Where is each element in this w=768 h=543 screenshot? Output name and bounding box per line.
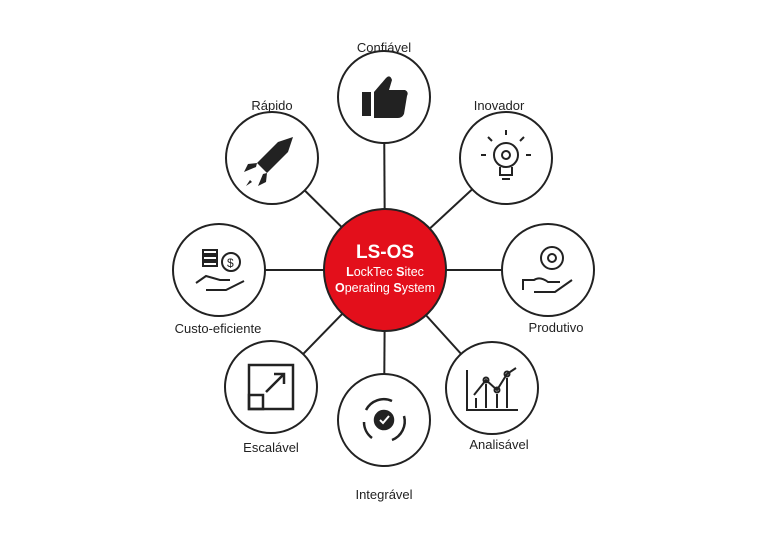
label-rapido: Rápido [251,98,293,113]
svg-text:$: $ [227,256,234,270]
center-line2: Operating System [334,281,436,295]
node-custo [172,223,266,317]
lightbulb-gear-icon [481,130,531,180]
label-escalavel: Escalável [243,440,299,455]
integration-icon [362,398,406,442]
hand-gear-icon [522,246,573,293]
node-produtivo [501,223,595,317]
scale-arrow-icon [247,363,295,411]
label-integravel: Integrável [355,487,413,502]
label-custo-eficiente: Custo-eficiente [174,321,262,336]
chart-icon [466,367,518,411]
center-node: LS-OS LockTec Sitec Operating System [323,208,447,332]
label-produtivo: Produtivo [528,320,584,335]
center-title: LS-OS [355,242,415,263]
label-inovador: Inovador [473,98,525,113]
rocket-icon [244,137,293,186]
label-analisavel: Analisável [469,437,529,452]
center-line1: LockTec Sitec [346,265,424,279]
coins-hand-icon: $ [195,249,245,291]
node-analisavel [445,341,539,435]
label-confiavel: Confiável [356,40,412,55]
thumbs-up-icon [362,76,408,118]
